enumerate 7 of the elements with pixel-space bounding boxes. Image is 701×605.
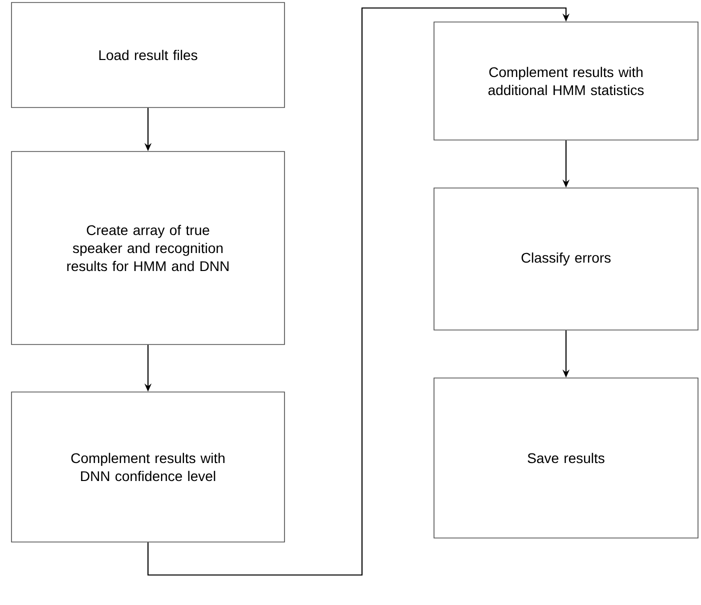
arrow [147,7,570,576]
process-box: Classify errors [434,188,698,330]
process-box: Create array of true speaker and recognition results for HMM and DNN [11,151,285,345]
process-box: Complement results with additional HMM statistics [434,22,698,140]
process-box: Load result files [11,2,285,108]
process-box: Complement results with DNN confidence level [11,392,285,542]
process-box: Save results [434,378,698,538]
